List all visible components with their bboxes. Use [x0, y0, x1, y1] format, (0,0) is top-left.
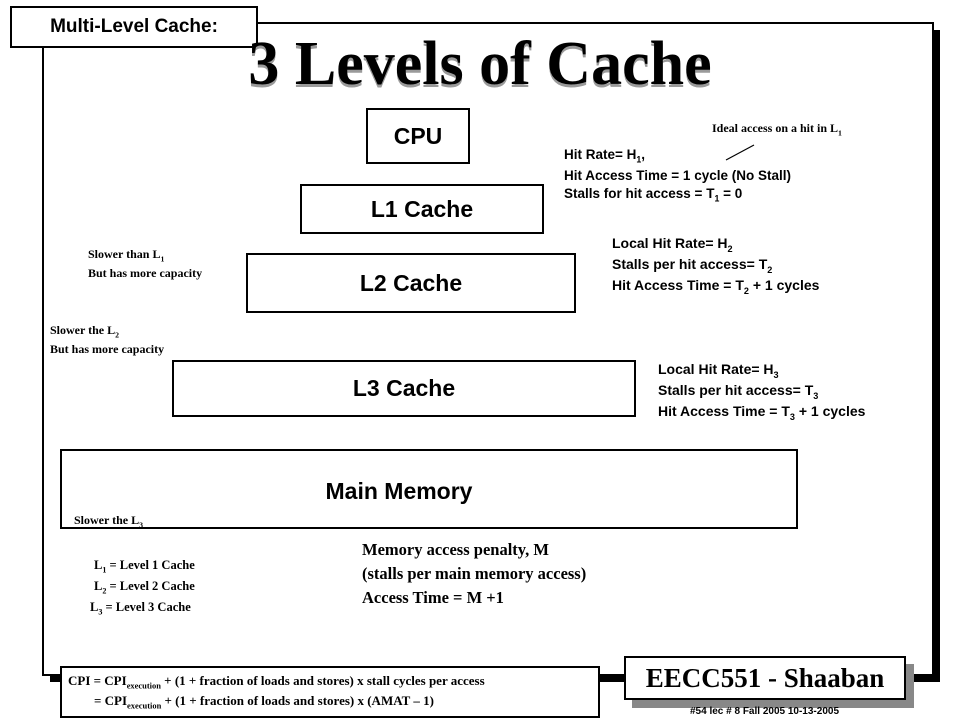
- memory-penalty-note: Memory access penalty, M (stalls per mai…: [362, 538, 586, 610]
- main-memory-box: Main Memory: [60, 449, 798, 529]
- l1-notes: Hit Rate= H1, Hit Access Time = 1 cycle …: [564, 146, 791, 205]
- cpi-formula-line1: CPI = CPIexecution + (1 + fraction of lo…: [68, 672, 598, 692]
- l1-stalls-text: Stalls for hit access = T: [564, 185, 715, 201]
- l3-hit-rate-text: Local Hit Rate= H: [658, 361, 774, 377]
- l2-stalls-text: Stalls per hit access= T: [612, 256, 768, 273]
- cpi-line2-rhs: + (1 + fraction of loads and stores) x (…: [161, 692, 434, 708]
- l2-hit-access-time: Hit Access Time = T2 + 1 cycles: [612, 276, 819, 297]
- legend-l1-text: = Level 1 Cache: [106, 558, 195, 572]
- cpi-line2-lhs: = CPI: [94, 692, 128, 708]
- l3-cache-box: L3 Cache: [172, 360, 636, 417]
- title-shadow: 3 Levels of Cache: [248, 33, 712, 101]
- l2-hit-rate: Local Hit Rate= H2: [612, 234, 819, 255]
- slower-than-l2-text: Slower the L: [50, 323, 116, 337]
- ideal-access-sub: 1: [838, 128, 842, 138]
- legend-l2-letter: L: [94, 579, 103, 594]
- topic-tag: Multi-Level Cache:: [10, 6, 258, 48]
- l3-stalls: Stalls per hit access= T3: [658, 381, 865, 402]
- legend-l2-sub: 2: [102, 586, 107, 596]
- cpi-formula-box: CPI = CPIexecution + (1 + fraction of lo…: [60, 666, 600, 718]
- l2-notes: Local Hit Rate= H2 Stalls per hit access…: [612, 234, 819, 297]
- slower-than-l1-line1: Slower than L1: [88, 246, 202, 265]
- frame-shadow-right: [934, 30, 940, 682]
- l2-cache-label: L2 Cache: [359, 269, 463, 296]
- slower-than-l3-sub: 3: [139, 520, 144, 530]
- slower-than-l3-note: Slower the L3: [74, 512, 143, 531]
- slower-than-l2-note: Slower the L2 But has more capacity: [50, 322, 164, 358]
- l3-stalls-sub: 3: [813, 390, 819, 401]
- slower-than-l2-sub: 2: [115, 330, 120, 340]
- course-badge-text: EECC551 - Shaaban: [645, 662, 885, 693]
- l1-stalls-suffix: = 0: [719, 185, 743, 201]
- memory-penalty-line2: (stalls per main memory access): [362, 563, 587, 583]
- l3-hit-rate-sub: 3: [773, 369, 779, 380]
- l3-hit-access-time: Hit Access Time = T3 + 1 cycles: [658, 402, 865, 423]
- l3-hit-access-text: Hit Access Time = T: [658, 403, 790, 420]
- legend-item-l3: L3 = Level 3 Cache: [90, 598, 195, 619]
- l3-stalls-text: Stalls per hit access= T: [658, 382, 814, 399]
- cpi-line1-lhs: CPI = CPI: [68, 673, 127, 688]
- cpu-label: CPU: [393, 122, 443, 149]
- l1-stalls-sub: 1: [714, 193, 720, 204]
- l1-hit-rate-sub: 1: [636, 154, 642, 165]
- l3-hit-access-sub: 3: [789, 411, 795, 422]
- legend-l1-letter: L: [94, 558, 103, 572]
- cpi-line2-sub: execution: [127, 700, 162, 711]
- l1-hit-rate-suffix: ,: [641, 147, 646, 162]
- slide-footer: #54 lec # 8 Fall 2005 10-13-2005: [690, 706, 840, 717]
- l1-hit-rate-text: Hit Rate= H: [564, 147, 637, 162]
- ideal-access-text: Ideal access on a hit in L: [712, 121, 839, 135]
- legend-l3-letter: L: [90, 600, 99, 615]
- l2-hit-access-suffix: + 1 cycles: [748, 277, 820, 294]
- l1-cache-label: L1 Cache: [370, 195, 474, 222]
- l2-hit-rate-sub: 2: [727, 243, 733, 254]
- slide-title: 3 Levels of Cache 3 Levels of Cache: [0, 28, 960, 101]
- l1-stalls: Stalls for hit access = T1 = 0: [564, 185, 791, 206]
- l2-hit-access-text: Hit Access Time = T: [612, 277, 744, 294]
- cpi-formula-line2: = CPIexecution + (1 + fraction of loads …: [68, 692, 598, 712]
- slower-than-l2-line1: Slower the L2: [50, 322, 164, 341]
- l1-cache-box: L1 Cache: [300, 184, 544, 234]
- legend-l3-text: = Level 3 Cache: [102, 600, 191, 615]
- topic-tag-text: Multi-Level Cache:: [50, 16, 218, 37]
- slower-than-l2-line2: But has more capacity: [50, 341, 165, 356]
- l2-hit-rate-text: Local Hit Rate= H: [612, 235, 728, 251]
- cpi-line1-sub: execution: [126, 680, 161, 691]
- slower-than-l1-note: Slower than L1 But has more capacity: [88, 246, 202, 282]
- legend-l1-sub: 1: [102, 565, 107, 575]
- l2-cache-box: L2 Cache: [246, 253, 576, 313]
- course-badge: EECC551 - Shaaban: [624, 656, 906, 700]
- l1-hit-rate: Hit Rate= H1,: [564, 146, 791, 167]
- legend-l2-text: = Level 2 Cache: [106, 579, 195, 594]
- l3-hit-rate: Local Hit Rate= H3: [658, 360, 865, 381]
- ideal-access-note: Ideal access on a hit in L1: [712, 120, 842, 139]
- callout-line: [725, 144, 755, 161]
- level-legend: L1 = Level 1 Cache L2 = Level 2 Cache L3…: [90, 556, 195, 619]
- title-text: 3 Levels of Cache: [248, 30, 712, 98]
- slower-than-l1-text: Slower than L: [88, 247, 161, 261]
- l2-hit-access-sub: 2: [743, 285, 749, 296]
- cpu-box: CPU: [366, 108, 470, 164]
- slower-than-l3-text: Slower the L: [74, 513, 140, 527]
- l1-hit-access-time: Hit Access Time = 1 cycle (No Stall): [564, 167, 791, 183]
- legend-l3-sub: 3: [98, 607, 103, 617]
- legend-item-l1: L1 = Level 1 Cache: [90, 556, 195, 577]
- cpi-line1-rhs: + (1 + fraction of loads and stores) x s…: [160, 673, 485, 688]
- l3-hit-access-suffix: + 1 cycles: [794, 403, 866, 420]
- l3-cache-label: L3 Cache: [352, 375, 456, 401]
- l2-stalls: Stalls per hit access= T2: [612, 255, 819, 276]
- slower-than-l1-sub: 1: [160, 254, 165, 264]
- memory-penalty-line1: Memory access penalty, M: [362, 540, 549, 559]
- legend-item-l2: L2 = Level 2 Cache: [90, 577, 195, 598]
- l2-stalls-sub: 2: [767, 264, 773, 275]
- main-memory-label: Main Memory: [325, 477, 473, 504]
- l3-notes: Local Hit Rate= H3 Stalls per hit access…: [658, 360, 865, 423]
- slower-than-l1-line2: But has more capacity: [88, 265, 203, 280]
- memory-access-time: Access Time = M +1: [362, 587, 504, 607]
